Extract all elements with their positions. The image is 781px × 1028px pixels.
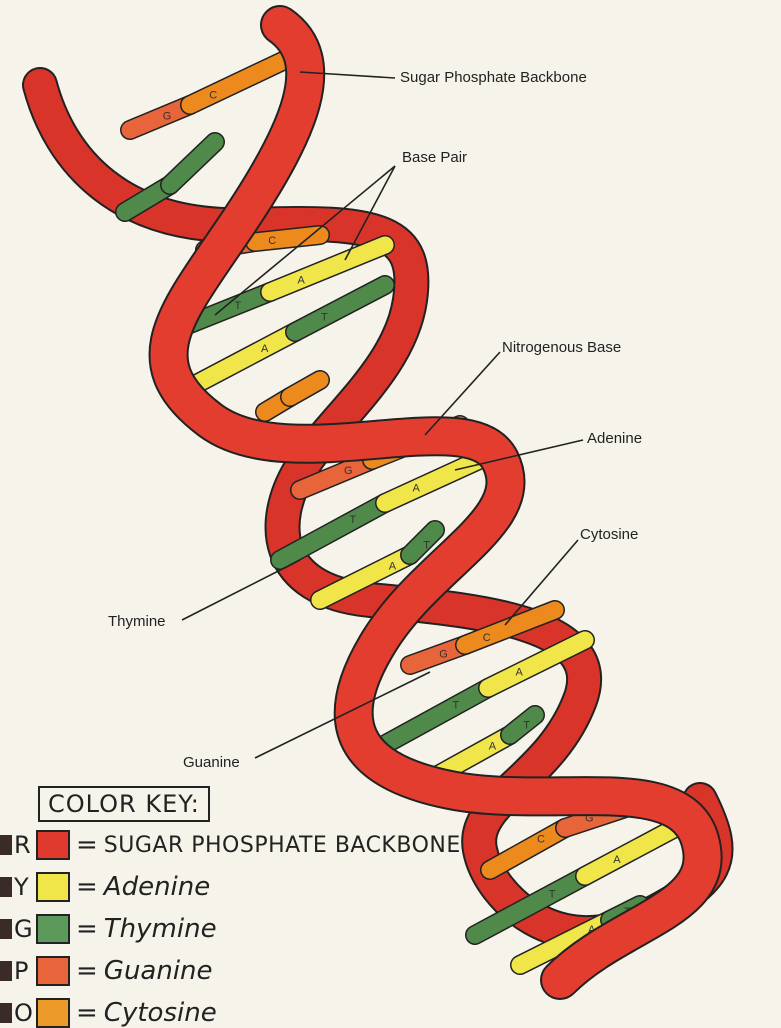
pencil-swatch [0, 835, 12, 855]
base-thymine [466, 867, 594, 944]
base-letter-guanine: G [439, 648, 448, 660]
label-sugar-phosphate-backbone: Sugar Phosphate Backbone [400, 69, 587, 86]
base-adenine [376, 446, 499, 512]
base-letter-cytosine: C [483, 632, 491, 644]
pencil-swatch [0, 877, 12, 897]
backbone-fill-front [150, 7, 721, 998]
base-letter-adenine: A [588, 924, 596, 936]
base-adenine [261, 236, 394, 301]
base-thymine [501, 706, 544, 744]
base-letter-thymine: T [235, 300, 242, 312]
color-swatch [36, 956, 70, 986]
equals-sign: = [76, 914, 98, 944]
pencil-swatch [0, 919, 12, 939]
color-letter: G [14, 915, 33, 943]
base-letter-thymine: T [321, 311, 328, 323]
color-letter: O [14, 999, 33, 1027]
leader-lines [181, 71, 584, 759]
base-thymine [271, 494, 394, 569]
color-letter: R [14, 831, 31, 859]
base-letter-thymine: T [523, 720, 530, 732]
base-letter-thymine: T [453, 700, 460, 712]
base-thymine [366, 679, 497, 759]
base-letter-guanine: G [163, 111, 172, 123]
base-letter-cytosine: C [537, 834, 545, 846]
color-key-row: Y = Adenine [0, 872, 210, 902]
color-key-text: Guanine [103, 956, 213, 986]
color-key-row: P = Guanine [0, 956, 213, 986]
color-key-text: Cytosine [103, 998, 217, 1028]
color-key-text: SUGAR PHOSPHATE BACKBONE [103, 832, 461, 858]
base-letter-guanine: G [344, 465, 353, 477]
base-cytosine [181, 51, 294, 114]
base-cytosine [481, 819, 574, 879]
color-key-row: G = Thymine [0, 914, 217, 944]
label-nitrogenous-base: Nitrogenous Base [502, 339, 621, 356]
color-key-row: O = Cytosine [0, 998, 217, 1028]
base-thymine [401, 521, 444, 564]
base-letter-adenine: A [489, 741, 497, 753]
base-thymine [286, 276, 394, 341]
pencil-swatch [0, 1003, 12, 1023]
equals-sign: = [76, 872, 98, 902]
base-thymine [161, 133, 224, 194]
base-letter-adenine: A [516, 667, 524, 679]
color-swatch [36, 998, 70, 1028]
color-swatch [36, 872, 70, 902]
pencil-swatch [0, 961, 12, 981]
equals-sign: = [76, 830, 98, 860]
base-letter-thymine: T [350, 514, 357, 526]
base-letter-adenine: A [298, 274, 306, 286]
color-key-title: COLOR KEY: [38, 786, 210, 822]
base-guanine [291, 451, 381, 499]
base-letter-thymine: T [423, 540, 430, 552]
color-swatch [36, 830, 70, 860]
base-adenine [511, 911, 619, 974]
equals-sign: = [76, 998, 98, 1028]
backbone-fill-back [24, 69, 732, 949]
color-letter: Y [14, 873, 29, 901]
base-letter-cytosine: C [209, 90, 217, 102]
base-adenine [176, 323, 304, 399]
base-adenine [311, 546, 419, 609]
base-letter-adenine: A [413, 482, 421, 494]
color-key-text: Thymine [103, 914, 217, 944]
equals-sign: = [76, 956, 98, 986]
base-letter-guanine: G [585, 813, 594, 825]
base-letter-adenine: A [613, 854, 621, 866]
base-letter-thymine: T [549, 888, 556, 900]
base-guanine [121, 96, 199, 139]
color-letter: P [14, 957, 29, 985]
color-key-text: Adenine [103, 872, 211, 902]
label-cytosine: Cytosine [580, 526, 638, 543]
color-swatch [36, 914, 70, 944]
base-letter-cytosine: C [268, 235, 276, 247]
base-adenine [479, 631, 594, 697]
base-cytosine [456, 601, 564, 654]
base-letter-adenine: A [389, 561, 397, 573]
color-key-row: R = SUGAR PHOSPHATE BACKBONE [0, 830, 461, 860]
base-letter-adenine: A [261, 343, 269, 355]
label-base-pair: Base Pair [402, 149, 467, 166]
label-guanine: Guanine [183, 754, 240, 771]
label-adenine: Adenine [587, 430, 642, 447]
base-cytosine [281, 371, 329, 406]
label-thymine: Thymine [108, 613, 166, 630]
